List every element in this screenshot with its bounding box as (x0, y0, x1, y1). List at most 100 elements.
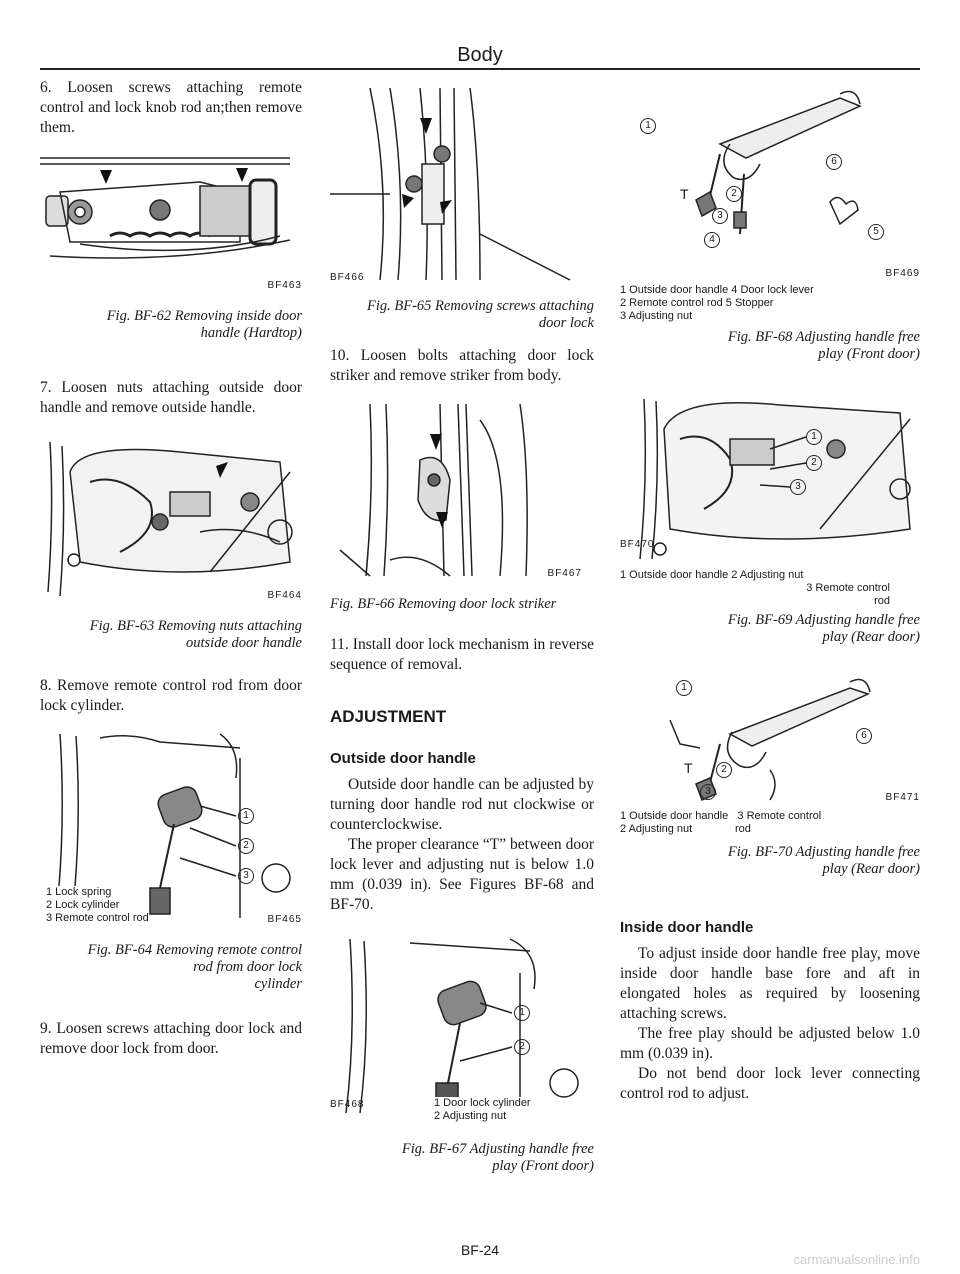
illustration-front-door-adjust (345, 938, 579, 1119)
callout-3: 3 (712, 208, 728, 224)
figure-code: BF465 (267, 914, 302, 925)
caption-bf62-line1: Fig. BF-62 Removing inside door (106, 308, 302, 324)
legend-item: 1 Lock spring (46, 886, 112, 898)
figure-code: BF467 (547, 568, 582, 579)
caption-bf69-line1: Fig. BF-69 Adjusting handle free (727, 612, 920, 628)
paragraph-inside-3: Do not bend door lock lever connecting c… (620, 1065, 920, 1102)
callout-1: 1 (676, 680, 692, 696)
callout-5: 5 (868, 224, 884, 240)
caption-bf67-line2: play (Front door) (492, 1158, 594, 1174)
callout-4: 4 (704, 232, 720, 248)
figure-bf69: 1 2 3 BF470 (620, 389, 920, 563)
paragraph-inside-2: The free play should be adjusted below 1… (620, 1025, 920, 1062)
legend-item: 3 Adjusting nut (620, 310, 693, 322)
legend-item: 1 Outside door handle 4 Door lock lever (620, 284, 814, 296)
callout-1: 1 (238, 808, 254, 824)
legend-bf64: 1 Lock spring 2 Lock cylinder 3 Remote c… (46, 886, 149, 925)
callout-6: 6 (856, 728, 872, 744)
figure-bf62: BF463 (40, 152, 302, 292)
caption-bf63-line2: outside door handle (186, 635, 302, 651)
legend-item: 3 Remote control (806, 582, 890, 594)
figure-code: BF464 (267, 590, 302, 601)
caption-bf66: Fig. BF-66 Removing door lock striker (330, 596, 557, 612)
callout-3: 3 (790, 479, 806, 495)
step-9: 9. Loosen screws attaching door lock and… (40, 1020, 302, 1057)
caption-bf63-line1: Fig. BF-63 Removing nuts attaching (89, 618, 302, 634)
figure-bf66: BF467 (330, 400, 594, 582)
illustration-lock-cylinder (55, 733, 291, 919)
legend-item: 1 Door lock cylinder (434, 1097, 531, 1109)
figure-code: BF466 (330, 272, 365, 283)
paragraph-inside-1: To adjust inside door handle free play, … (620, 945, 920, 1022)
figure-bf68: 1 2 3 4 5 6 T BF469 (620, 84, 920, 280)
caption-bf65-line1: Fig. BF-65 Removing screws attaching (367, 298, 594, 314)
page-number: BF-24 (460, 1242, 500, 1258)
paragraph-outside-2: The proper clearance “T” between door lo… (330, 836, 594, 913)
step-8: 8. Remove remote control rod from door l… (40, 677, 302, 714)
callout-6: 6 (826, 154, 842, 170)
caption-bf69-line2: play (Rear door) (822, 629, 920, 645)
running-header: Body (457, 44, 503, 66)
step-10: 10. Loosen bolts attaching door lock str… (330, 347, 594, 384)
figure-bf64: 1 2 3 1 Lock spring 2 Lock cylinder 3 Re… (40, 728, 302, 928)
legend-item: 2 Adjusting nut (434, 1110, 507, 1122)
figure-code: BF468 (330, 1099, 365, 1110)
illustration-rear-handle-play (639, 398, 911, 560)
figure-code: BF471 (885, 792, 920, 803)
figure-bf67: 1 2 BF468 1 Door lock cylinder 2 Adjusti… (330, 933, 594, 1123)
caption-bf64-line2: rod from door lock (193, 959, 302, 975)
legend-item: 2 Lock cylinder (46, 899, 120, 911)
illustration-door-lock-screws (330, 87, 571, 281)
legend-bf70: 1 Outside door handle 3 Remote control 2… (620, 810, 920, 836)
section-heading-adjustment: ADJUSTMENT (330, 707, 447, 726)
caption-bf67-line1: Fig. BF-67 Adjusting handle free (401, 1141, 594, 1157)
caption-bf62-line2: handle (Hardtop) (200, 325, 302, 341)
legend-bf67: 1 Door lock cylinder 2 Adjusting nut (434, 1097, 531, 1123)
subheading-outside-door-handle: Outside door handle (330, 750, 476, 767)
column-left: 6. Loosen screws attaching remote contro… (40, 78, 302, 1059)
subheading-inside-door-handle: Inside door handle (620, 919, 754, 936)
illustration-rear-rod-play (669, 678, 871, 801)
paragraph-outside-1: Outside door handle can be adjusted by t… (330, 776, 594, 833)
legend-item: 1 Outside door handle 2 Adjusting nut (620, 569, 804, 581)
caption-bf68-line2: play (Front door) (818, 346, 920, 362)
watermark: carmanualsonline.info (793, 1252, 920, 1267)
header-rule (40, 68, 920, 70)
callout-2: 2 (716, 762, 732, 778)
legend-item: 3 Remote control rod (46, 912, 149, 924)
caption-bf64-line1: Fig. BF-64 Removing remote control (87, 942, 302, 958)
caption-bf64-line3: cylinder (254, 976, 302, 992)
callout-2: 2 (238, 838, 254, 854)
figure-bf63: BF464 (40, 432, 302, 602)
illustration-lock-striker (339, 403, 528, 577)
figure-code: BF463 (267, 280, 302, 291)
caption-bf65-line2: door lock (538, 315, 594, 331)
illustration-front-handle-play (695, 90, 862, 235)
legend-item: 2 Adjusting nut rod (620, 823, 751, 835)
column-right: 1 2 3 4 5 6 T BF469 1 Outside door handl… (620, 84, 920, 1104)
legend-bf69: 1 Outside door handle 2 Adjusting nut 3 … (620, 569, 920, 608)
callout-1: 1 (806, 429, 822, 445)
legend-item: 1 Outside door handle 3 Remote control (620, 810, 822, 822)
callout-3: 3 (700, 784, 716, 800)
callout-2: 2 (806, 455, 822, 471)
callout-3: 3 (238, 868, 254, 884)
figure-bf65: BF466 (330, 84, 594, 284)
figure-code: BF469 (885, 268, 920, 279)
illustration-outside-handle (47, 441, 293, 597)
figure-bf70: 1 2 3 6 T BF471 (620, 674, 920, 806)
callout-1: 1 (640, 118, 656, 134)
legend-item: 2 Remote control rod 5 Stopper (620, 297, 774, 309)
illustration-inside-handle (40, 157, 291, 259)
legend-item: rod (874, 595, 890, 607)
figure-code: BF470 (620, 539, 655, 550)
step-6: 6. Loosen screws attaching remote contro… (40, 79, 302, 136)
clearance-t-label: T (680, 186, 689, 202)
caption-bf70-line2: play (Rear door) (822, 861, 920, 877)
callout-2: 2 (514, 1039, 530, 1055)
caption-bf70-line1: Fig. BF-70 Adjusting handle free (727, 844, 920, 860)
callout-2: 2 (726, 186, 742, 202)
step-11: 11. Install door lock mechanism in rever… (330, 636, 594, 673)
step-7: 7. Loosen nuts attaching outside door ha… (40, 379, 302, 416)
clearance-t-label: T (684, 760, 693, 776)
